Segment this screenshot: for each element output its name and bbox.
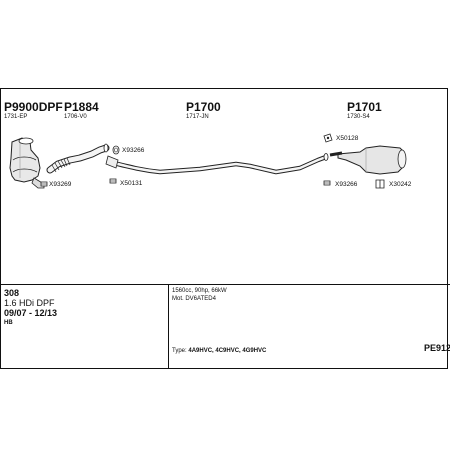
spec-engine-code: Mot. DV6ATED4 — [172, 296, 216, 302]
clamp-icon-middle — [109, 178, 117, 184]
vehicle-body: HB — [4, 320, 13, 326]
part-code-middle-pipe: 1717-JN — [186, 114, 209, 120]
vehicle-model: 308 — [4, 288, 20, 298]
part-number-dpf: P9900DPF — [4, 100, 63, 114]
part-code-front-pipe: 1706-V0 — [64, 114, 87, 120]
ref-label-clamp-middle: X50131 — [120, 180, 143, 187]
part-code-rear-silencer: 1730-S4 — [347, 114, 370, 120]
gasket-icon-x93266-rear — [323, 180, 331, 186]
part-number-rear-silencer: P1701 — [347, 100, 382, 114]
ref-label-clamp-front: X93266 — [122, 147, 145, 154]
gasket-icon-dpf — [40, 181, 48, 187]
type-label: Type: — [172, 348, 187, 354]
front-pipe-drawing — [46, 143, 110, 174]
info-divider — [0, 284, 450, 285]
ref-label-rubber-mount: X30242 — [389, 181, 412, 188]
rubber-hanger-icon-x50128 — [323, 133, 333, 143]
spec-displacement-power: 1560cc, 90hp, 66kW — [172, 288, 227, 294]
ref-label-gasket-rear: X93266 — [335, 181, 358, 188]
info-column-divider — [168, 284, 169, 368]
rear-silencer-drawing — [329, 145, 407, 175]
rubber-hanger-icon-x30242 — [375, 179, 385, 189]
part-number-middle-pipe: P1700 — [186, 100, 221, 114]
vehicle-years: 09/07 - 12/13 — [4, 308, 58, 318]
ref-label-gasket-dpf: X93269 — [49, 181, 72, 188]
clamp-icon-front — [112, 145, 120, 155]
part-number-front-pipe: P1884 — [64, 100, 99, 114]
ref-label-hanger: X50128 — [336, 135, 359, 142]
type-values: 4A9HVC, 4C9HVC, 4G9HVC — [188, 348, 267, 354]
part-code-dpf: 1731-EP — [4, 114, 28, 120]
vehicle-engine: 1.6 HDi DPF — [4, 298, 55, 308]
middle-pipe-drawing — [105, 153, 329, 175]
type-line: Type: 4A9HVC, 4C9HVC, 4G9HVC — [172, 348, 266, 354]
diagram-frame — [0, 88, 448, 369]
dpf-drawing — [9, 137, 45, 189]
document-reference: PE912 — [424, 343, 450, 353]
